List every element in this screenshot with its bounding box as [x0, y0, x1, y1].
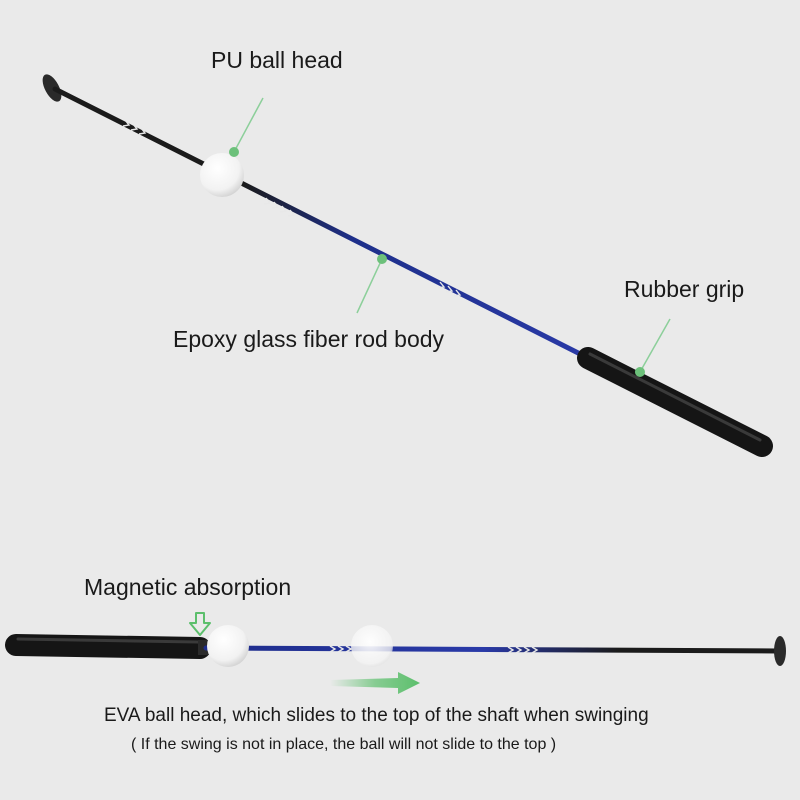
bottom-grip-highlight [16, 637, 200, 644]
bottom-end-cap [774, 636, 786, 666]
rod-body [52, 86, 603, 367]
bottom-stick [5, 625, 786, 667]
rubber-grip-label: Rubber grip [624, 276, 745, 302]
shaft-chevrons [122, 119, 462, 297]
eva-note: ( If the swing is not in place, the ball… [131, 736, 557, 753]
eva-ball-ghost [351, 625, 393, 667]
down-arrow-icon [189, 612, 211, 636]
pu-ball-head-label: PU ball head [211, 47, 343, 73]
rubber-grip [577, 347, 773, 457]
bottom-rod-body [203, 645, 781, 654]
pu-ball-head [200, 153, 244, 197]
rod-body-label: Epoxy glass fiber rod body [173, 326, 445, 352]
end-cap [42, 74, 62, 102]
grip-highlight [588, 352, 762, 442]
eva-caption: EVA ball head, which slides to the top o… [104, 705, 649, 726]
top-stick [42, 74, 773, 457]
bottom-grip [5, 634, 211, 659]
bottom-chevrons [329, 645, 539, 654]
eva-ball-head [207, 625, 249, 667]
right-arrow-icon [330, 672, 420, 694]
top-leaders [229, 97, 671, 377]
magnetic-absorption-label: Magnetic absorption [84, 574, 292, 600]
